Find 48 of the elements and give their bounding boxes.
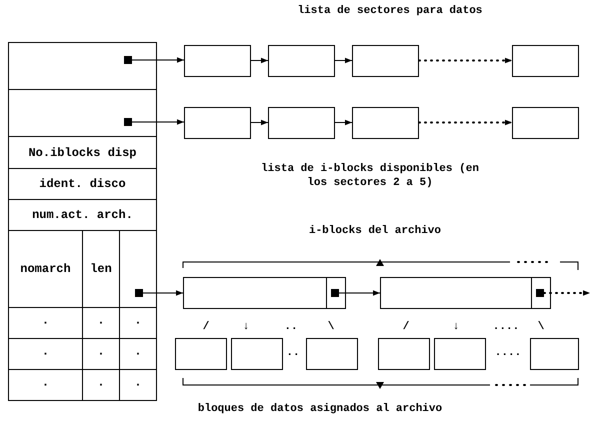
pointer-mark: ↓ xyxy=(452,320,460,334)
block-box xyxy=(512,107,579,139)
pointer-mark: / xyxy=(402,320,410,334)
block-box xyxy=(184,107,251,139)
block-box xyxy=(512,45,579,77)
arrow xyxy=(250,120,268,126)
pointer-mark: ↓ xyxy=(242,320,250,334)
table-cell: · xyxy=(8,369,83,401)
block-box xyxy=(231,338,283,370)
block-box xyxy=(306,338,358,370)
pointer-mark: / xyxy=(202,320,210,334)
pointer-mark: .... xyxy=(492,320,520,334)
arrow xyxy=(142,290,184,296)
pointer-mark: .. xyxy=(283,320,299,334)
table-cell: · xyxy=(119,369,157,401)
block-box xyxy=(8,89,157,137)
pointer-mark: .. xyxy=(285,346,301,360)
caption-text: i-blocks del archivo xyxy=(308,224,442,238)
block-box xyxy=(268,107,335,139)
table-cell: ident. disco xyxy=(8,168,157,200)
arrow xyxy=(418,58,513,64)
caption-text: lista de i-blocks disponibles (en los sectores 2 a 5) xyxy=(260,162,480,190)
arrow xyxy=(543,290,591,296)
block-box xyxy=(352,107,419,139)
table-cell: No.iblocks disp xyxy=(8,136,157,169)
arrow xyxy=(132,119,184,125)
arrow xyxy=(334,58,352,64)
pointer-mark: \ xyxy=(536,320,546,334)
arrow xyxy=(334,120,352,126)
block-box xyxy=(175,338,227,370)
pointer-mark: .... xyxy=(494,346,522,360)
block-box xyxy=(378,338,430,370)
block-box xyxy=(8,42,157,90)
block-box xyxy=(184,45,251,77)
arrow xyxy=(132,57,184,63)
table-cell: num.act. arch. xyxy=(8,199,157,231)
block-box xyxy=(380,277,551,309)
block-box xyxy=(183,277,346,309)
arrow xyxy=(338,290,380,296)
block-box xyxy=(434,338,486,370)
block-box xyxy=(352,45,419,77)
block-box xyxy=(268,45,335,77)
caption-text: bloques de datos asignados al archivo xyxy=(196,402,444,416)
arrow xyxy=(250,58,268,64)
caption-text: lista de sectores para datos xyxy=(296,4,484,18)
arrow xyxy=(418,120,513,126)
block-box xyxy=(530,338,579,370)
pointer-mark: \ xyxy=(326,320,336,334)
